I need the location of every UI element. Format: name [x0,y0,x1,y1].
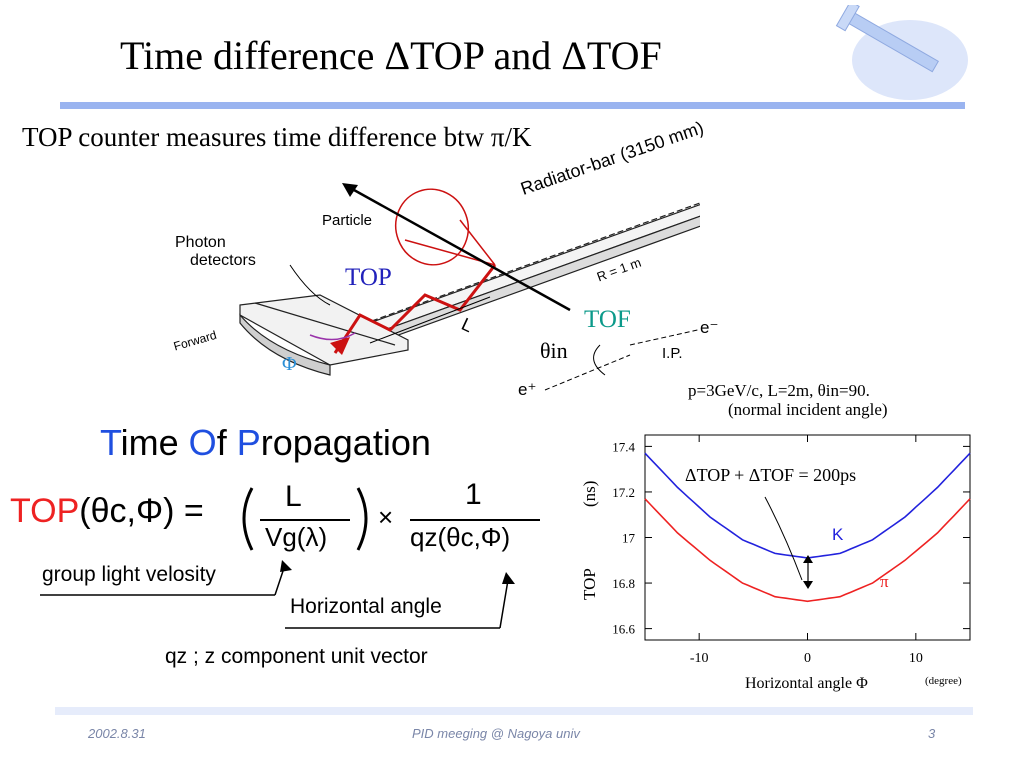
photon-detector-box [239,294,409,376]
y-axis-unit: (ns) [580,481,599,507]
tof-label: TOF [584,306,631,333]
footer-bar [55,707,973,715]
logo-icon [835,5,968,100]
x-tick-label: -10 [690,651,709,666]
x-tick-label: 10 [909,651,923,666]
x-axis-unit: (degree) [925,675,962,687]
formula-heading: Time Of Propagation [100,422,431,463]
chart-params-2: (normal incident angle) [728,400,888,419]
title-underline [60,102,965,109]
top-vs-angle-chart: 16.6 16.8 17 17.2 17.4 -10 0 10 Kπ ΔTOP + ΔTOF = … [580,434,971,692]
series-line-pion [644,498,971,603]
delta-arrow-head-down [803,581,813,589]
x-axis-label: Horizontal angle Φ [745,675,868,692]
formula-times: × [378,502,394,532]
formula-lhs: TOP(θc,Φ) = [10,492,204,530]
note-horizontal-angle: Horizontal angle [290,595,442,618]
footer-date: 2002.8.31 [88,726,146,741]
detector-diagram [239,183,700,391]
ip-label: I.P. [662,345,683,362]
chart-params-1: p=3GeV/c, L=2m, θin=90. [688,381,870,400]
formula-brackets [242,487,540,551]
y-tick-label: 17 [622,531,636,546]
chart-annotation: ΔTOP + ΔTOF = 200ps [685,465,856,485]
formula-note-arrows [40,560,515,629]
photon-detectors-label-1: Photon [175,234,226,251]
photon-detectors-label-2: detectors [190,252,256,269]
formula-denominator: Vg(λ) [265,522,328,552]
y-axis-label: TOP [580,568,599,600]
e-plus-label: e⁺ [518,380,537,399]
series-label-kaon: K [832,525,844,544]
theta-in-label: θin [540,338,568,363]
y-tick-label: 16.6 [612,622,635,637]
delta-arrow-head-up [803,555,813,563]
formula-numerator: L [285,480,302,513]
y-tick-label: 17.2 [612,485,635,500]
e-minus-label: e⁻ [700,318,719,337]
y-tick-label: 16.8 [612,576,635,591]
footer-event: PID meeging @ Nagoya univ [412,726,580,741]
annotation-leader [764,496,803,581]
formula-numerator-2: 1 [465,478,482,511]
x-tick-label: 0 [804,651,811,666]
series-label-pion: π [880,572,889,591]
formula-denominator-2: qz(θc,Φ) [410,522,511,552]
phi-label: Φ [282,353,297,375]
top-label: TOP [345,264,392,291]
particle-label: Particle [322,212,373,229]
y-tick-label: 17.4 [612,439,635,454]
note-qz: qz ; z component unit vector [165,645,428,668]
page-title: Time difference ΔTOP and ΔTOF [120,33,662,78]
note-group-velocity: group light velosity [42,563,216,586]
footer-page-number: 3 [928,726,936,741]
subtitle: TOP counter measures time difference btw… [22,122,532,152]
